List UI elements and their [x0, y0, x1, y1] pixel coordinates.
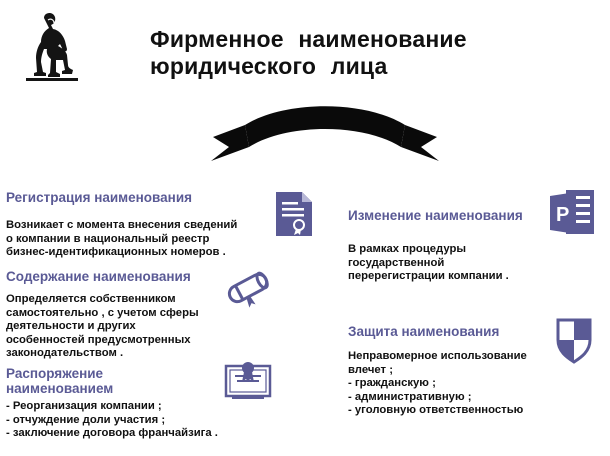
change-heading: Изменение наименования: [348, 208, 523, 223]
page-title: Фирменное наименование юридического лица: [150, 26, 570, 80]
registration-line: Возникает с момента внесения сведений: [6, 219, 238, 231]
registration-heading: Регистрация наименования: [6, 190, 193, 205]
registration-line: бизнес-идентификационных номеров .: [6, 246, 226, 258]
registration-text: Возникает с момента внесения сведений о …: [6, 219, 237, 260]
content-line: самостоятельно , с учетом сферы: [6, 306, 199, 319]
disposal-text: - Реорганизация компании ; - отчуждение …: [6, 400, 218, 441]
disposal-heading-line-2: наименованием: [6, 381, 114, 396]
content-line: деятельности и других: [6, 320, 136, 332]
protection-line: Неправомерное использование: [348, 350, 527, 362]
protection-text: Неправомерное использование влечет ; - г…: [348, 350, 527, 418]
title-line-2: юридического лица: [150, 53, 388, 79]
protection-line: - уголовную ответственностью: [348, 404, 524, 416]
powerpoint-icon: P: [550, 190, 594, 234]
protection-line: - гражданскую ;: [348, 377, 436, 389]
content-line: особенностей предусмотренных: [6, 333, 191, 346]
diploma-scroll-icon: [227, 271, 269, 308]
content-line: законодательством .: [6, 347, 124, 359]
registration-line: о компании в национальный реестр: [6, 232, 210, 245]
disposal-heading: Распоряжение наименованием: [6, 366, 113, 396]
content-line: Определяется собственником: [6, 293, 176, 305]
protection-heading: Защита наименования: [348, 324, 500, 339]
certificate-icon: [276, 192, 312, 236]
disposal-line: - заключение договора франчайзига .: [6, 427, 218, 439]
protection-line: - административную ;: [348, 390, 472, 403]
svg-text:P: P: [556, 204, 569, 226]
disposal-heading-line-1: Распоряжение: [6, 366, 104, 381]
shield-icon: [556, 318, 592, 364]
thinker-statue-icon: [26, 12, 78, 81]
change-line: государственной: [348, 256, 445, 269]
change-text: В рамках процедуры государственной перер…: [348, 243, 509, 284]
content-text: Определяется собственником самостоятельн…: [6, 293, 199, 361]
award-certificate-icon: [224, 362, 272, 399]
content-heading: Содержание наименования: [6, 269, 191, 284]
protection-line: влечет ;: [348, 363, 393, 376]
title-line-1: Фирменное наименование: [150, 26, 467, 52]
change-line: перерегистрации компании .: [348, 270, 509, 282]
disposal-line: - отчуждение доли участия ;: [6, 413, 166, 426]
ribbon-banner: [211, 106, 439, 161]
disposal-line: - Реорганизация компании ;: [6, 400, 162, 412]
change-line: В рамках процедуры: [348, 243, 467, 255]
